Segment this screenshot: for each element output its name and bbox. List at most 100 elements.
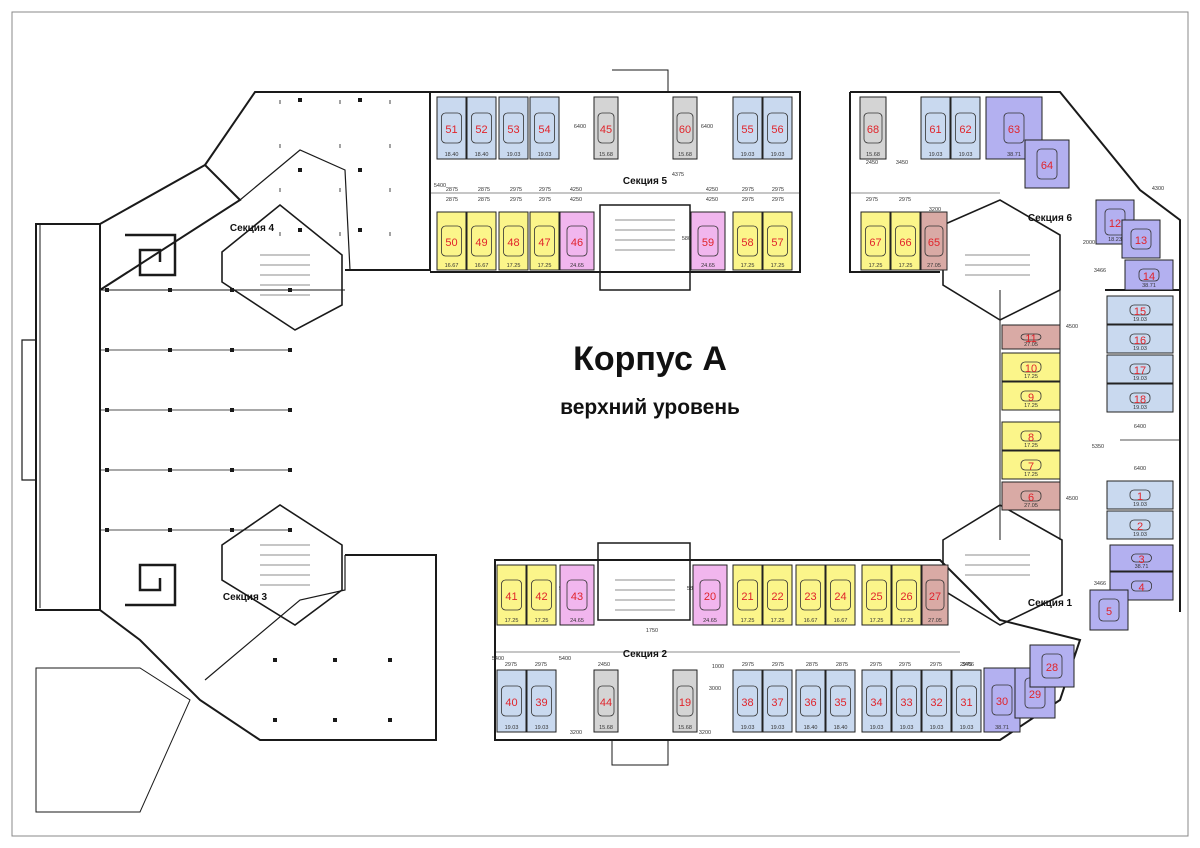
space-area: 17.25 xyxy=(507,263,521,269)
space-number: 11 xyxy=(1025,333,1036,345)
dimension-label: 4500 xyxy=(1066,496,1078,502)
space-area: 19.03 xyxy=(535,725,549,731)
space-number: 37 xyxy=(771,697,783,709)
space-number: 60 xyxy=(679,124,691,136)
parking-space-fill xyxy=(1121,219,1161,259)
space-area: 19.03 xyxy=(929,152,943,158)
space-area: 19.03 xyxy=(1133,405,1147,411)
space-number: 29 xyxy=(1029,689,1041,701)
parking-space-13[interactable]: 13 xyxy=(1121,219,1161,259)
space-number: 17 xyxy=(1134,365,1146,377)
parking-space-28[interactable]: 28 xyxy=(1029,644,1075,688)
parking-space-64[interactable]: 64 xyxy=(1024,139,1070,189)
parking-space-20[interactable]: 20 24.65 xyxy=(692,564,728,626)
dimension-label: 3466 xyxy=(1094,268,1106,274)
space-area: 17.25 xyxy=(900,618,914,624)
car-icon xyxy=(1041,653,1063,679)
dimension-label: 2975 xyxy=(535,662,547,668)
space-number: 46 xyxy=(571,237,583,249)
parking-space-3[interactable]: 338.71 xyxy=(1109,544,1174,572)
car-icon xyxy=(895,225,916,257)
space-number: 38 xyxy=(741,697,753,709)
space-area: 17.25 xyxy=(505,618,519,624)
space-number: 20 xyxy=(704,591,716,603)
space-number: 44 xyxy=(600,697,612,709)
parking-space-7[interactable]: 717.25 xyxy=(1001,450,1061,480)
parking-space-9[interactable]: 917.25 xyxy=(1001,381,1061,411)
car-icon xyxy=(956,685,977,717)
parking-space-2[interactable]: 219.03 xyxy=(1106,510,1174,540)
parking-space-fill xyxy=(690,211,726,271)
parking-space-8[interactable]: 817.25 xyxy=(1001,421,1061,451)
dimension-label: 5400 xyxy=(492,656,504,662)
space-area: 18.40 xyxy=(445,152,459,158)
parking-space-fill xyxy=(983,667,1021,733)
column-marker xyxy=(168,408,172,412)
parking-space-6[interactable]: 627.05 xyxy=(1001,481,1061,511)
car-icon xyxy=(800,579,821,611)
space-number: 16 xyxy=(1134,335,1146,347)
space-area: 24.65 xyxy=(703,618,717,624)
space-area: 17.25 xyxy=(535,618,549,624)
space-area: 19.03 xyxy=(538,152,552,158)
space-number: 27 xyxy=(929,591,941,603)
column-marker xyxy=(230,288,234,292)
dimension-label: 2000 xyxy=(1083,240,1095,246)
parking-space-5[interactable]: 5 xyxy=(1089,589,1129,631)
car-icon xyxy=(441,225,462,257)
parking-space-1[interactable]: 119.03 xyxy=(1106,480,1174,510)
